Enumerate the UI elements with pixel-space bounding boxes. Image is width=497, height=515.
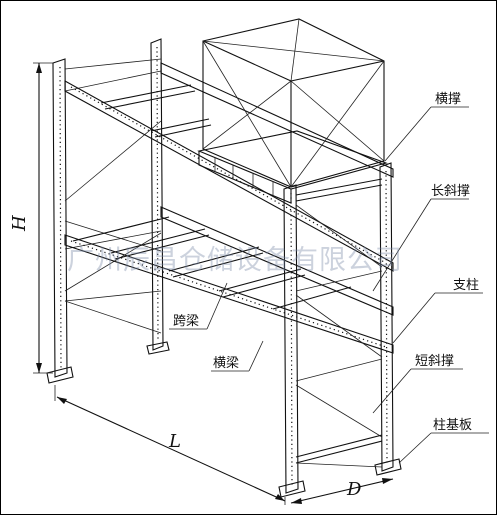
right-frame-bracing [295,178,383,468]
base-plate-label: 柱基板 [433,418,472,433]
height-dimension: H [9,62,53,374]
height-label: H [9,215,30,232]
front-left-upright [46,58,162,384]
crossbar-label: 横撑 [435,92,461,107]
depth-dimension: D [290,478,394,504]
lower-beams [64,206,394,354]
depth-label: D [346,479,362,500]
length-label: L [168,431,181,452]
span-beam-label: 跨梁 [173,314,199,329]
watermark-text: 广州辰昌仓储设备有限公司 [67,245,403,276]
short-diagonal-label: 短斜撑 [415,354,454,369]
front-right-upright [278,184,306,498]
length-dimension: L [54,385,286,505]
back-right-upright [374,162,402,476]
back-upright-frame [64,38,170,355]
pallet-load [197,18,388,204]
callout-leaders [169,106,489,464]
upright-label: 支柱 [453,278,479,293]
long-diagonal-label: 长斜撑 [431,184,470,199]
beam-label: 横梁 [213,356,239,371]
